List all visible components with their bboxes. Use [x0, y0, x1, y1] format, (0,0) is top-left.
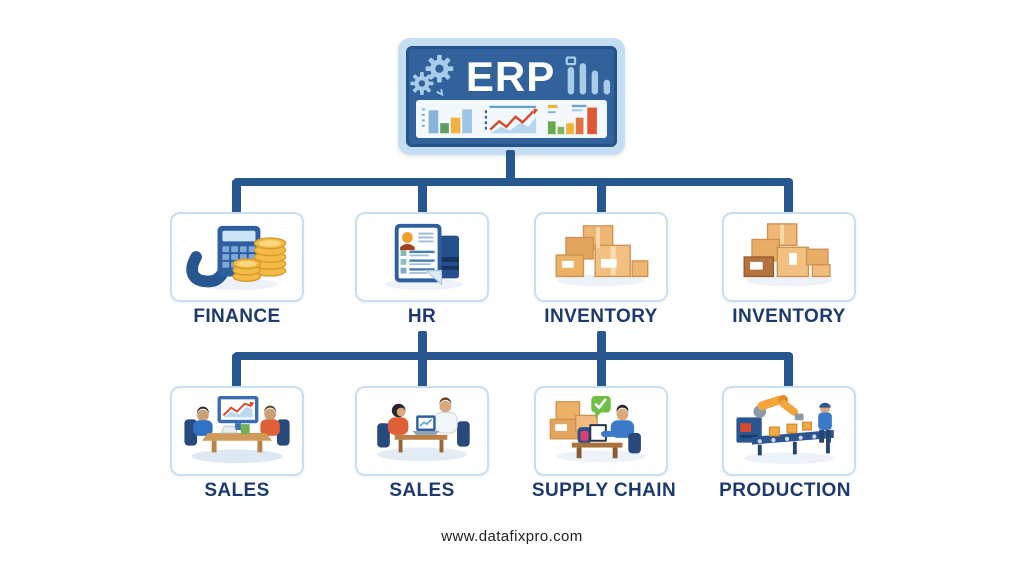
connector-bottom-hbar [233, 352, 793, 360]
erp-monitor: ERP [398, 38, 625, 155]
connector-top-hbar [233, 178, 793, 186]
connector-drop [597, 180, 606, 213]
module-card-inventory-1 [534, 212, 668, 302]
module-card-hr [355, 212, 489, 302]
connector-mid-stub [418, 331, 427, 357]
module-label-inventory-1: INVENTORY [544, 306, 658, 327]
module-label-sales-1: SALES [204, 480, 270, 501]
two-people-laptop-icon [377, 397, 470, 462]
module-card-inventory-2 [722, 212, 856, 302]
bar-chart-icon [565, 56, 611, 95]
connector-drop [418, 354, 427, 387]
cardboard-boxes-icon [743, 223, 832, 287]
module-card-production [722, 386, 856, 476]
connector-monitor-stem [506, 150, 515, 182]
dashboard-strip [416, 100, 607, 138]
gears-icon [410, 54, 454, 97]
module-card-sales-1 [170, 386, 304, 476]
mini-bar-chart-icon [421, 108, 472, 133]
module-label-hr: HR [407, 306, 437, 327]
resume-document-icon [385, 223, 463, 291]
module-card-finance [170, 212, 304, 302]
cardboard-boxes-icon [555, 225, 649, 287]
team-meeting-chart-icon [184, 395, 290, 464]
connector-drop [232, 354, 241, 387]
calculator-and-coins-icon [186, 225, 287, 291]
erp-monitor-screen: ERP [406, 46, 617, 147]
connector-mid-stub [597, 331, 606, 357]
mini-line-chart-icon [484, 105, 538, 133]
mini-bar-chart-2-icon [548, 104, 598, 134]
erp-title: ERP [465, 53, 556, 100]
connector-drop [784, 180, 793, 213]
module-card-supply-chain [534, 386, 668, 476]
desk-boxes-checkmark-icon [549, 395, 646, 463]
module-label-production: PRODUCTION [719, 480, 851, 501]
module-label-supply-chain: SUPPLY CHAIN [531, 480, 677, 501]
module-label-sales-2: SALES [389, 480, 455, 501]
connector-drop [784, 354, 793, 387]
robotic-arm-conveyor-icon [736, 394, 834, 465]
module-card-sales-2 [355, 386, 489, 476]
connector-drop [418, 180, 427, 213]
connector-drop [597, 354, 606, 387]
module-label-inventory-2: INVENTORY [732, 306, 846, 327]
module-label-finance: FINANCE [193, 306, 281, 327]
footer-url: www.datafixpro.com [441, 528, 583, 545]
erp-header: ERP [409, 49, 614, 105]
connector-drop [232, 180, 241, 213]
